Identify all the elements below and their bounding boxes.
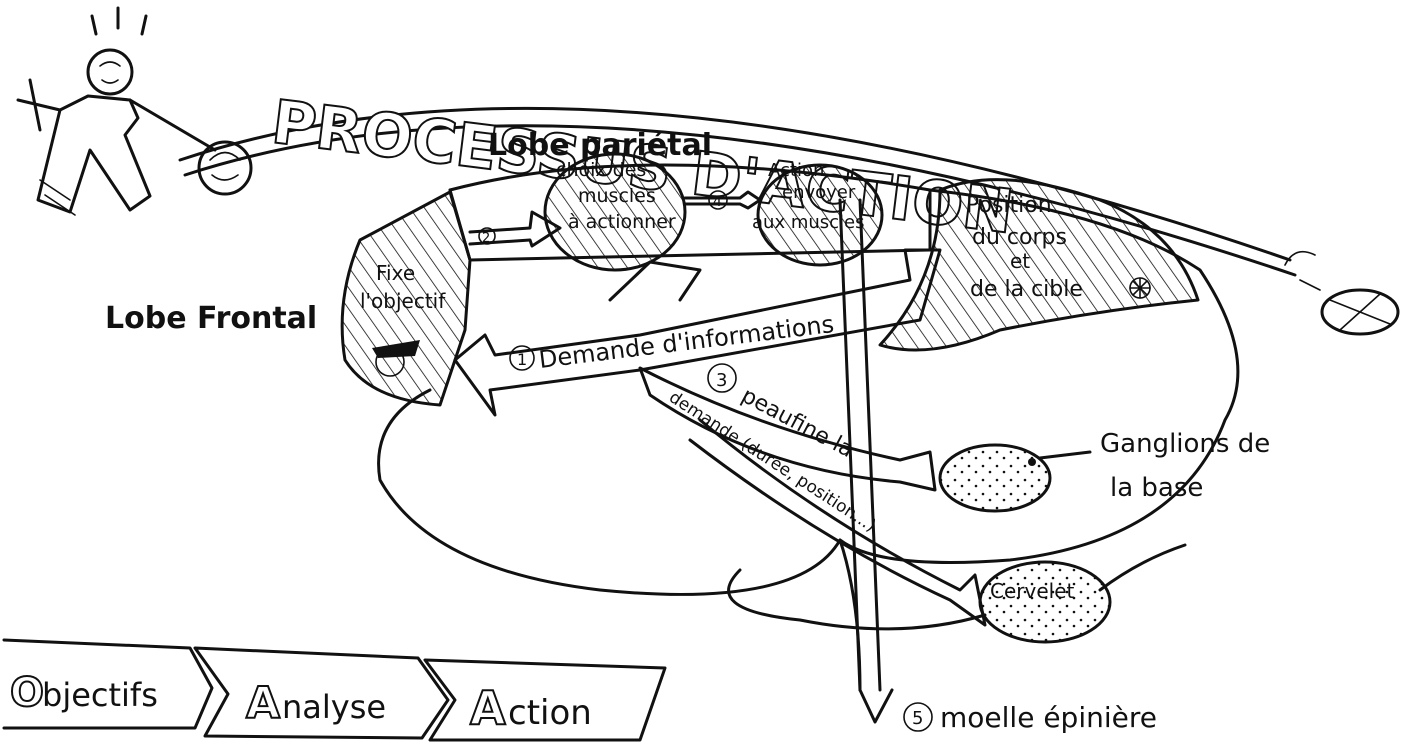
action-label-1: Action [768, 160, 824, 181]
ganglions-label-2: la base [1110, 473, 1203, 503]
frontal-lobe-label: Lobe Frontal [105, 301, 317, 336]
step1-label: Demande d'informations [537, 310, 835, 374]
parietal-lobe-label: Lobe pariétal [488, 128, 712, 163]
arrow-step2 [468, 210, 562, 248]
target-icon [1129, 277, 1151, 299]
position-label-2: du corps [972, 225, 1067, 250]
choix-label-1: choix des [556, 159, 646, 181]
nav-analyse-label: nalyse [282, 688, 386, 726]
choix-label-2: muscles [578, 185, 656, 207]
moelle-label: moelle épinière [940, 701, 1157, 734]
arrow-step5 [858, 688, 894, 724]
nav-action-initial: A [470, 681, 506, 735]
face-icon [372, 340, 420, 377]
ganglions-label-1: Ganglions de [1100, 429, 1270, 459]
step2-number: 2 [482, 231, 490, 246]
position-label-1: Position [966, 193, 1052, 218]
nav-step-analyse[interactable]: A nalyse [193, 646, 450, 740]
nav-step-action[interactable]: A ction [423, 658, 667, 742]
arrow-step4 [683, 190, 762, 210]
svg-text:5: 5 [912, 708, 923, 729]
step3-number-badge: 3 [707, 363, 737, 393]
step1-number-badge: 1 [509, 345, 535, 371]
parietal-lobe-region [448, 188, 932, 262]
stick-figure-illustration [16, 6, 217, 216]
fixe-label-2: l'objectif [360, 289, 446, 313]
nav-objectifs-initial: O [10, 670, 44, 716]
ganglions-region [938, 443, 1052, 513]
nav-step-objectifs[interactable]: O bjectifs [2, 638, 214, 730]
action-label-2: envoyer [782, 182, 856, 203]
action-muscles-region [756, 163, 884, 267]
action-label-3: aux muscles [752, 212, 864, 233]
choix-label-3: à actionner [568, 211, 676, 233]
step4-number: 4 [713, 194, 722, 210]
step5-number-badge: 5 [903, 702, 933, 732]
svg-text:1: 1 [517, 350, 527, 369]
svg-text:3: 3 [716, 370, 727, 391]
position-label-4: de la cible [970, 277, 1083, 302]
frontal-lobe-region [340, 190, 472, 407]
position-label-3: et [1010, 249, 1030, 273]
nav-action-label: ction [508, 693, 592, 733]
choix-muscles-region [543, 152, 687, 272]
nav-objectifs-label: bjectifs [42, 676, 158, 714]
arrow-step1 [453, 248, 942, 417]
fixe-label-1: Fixe [376, 261, 415, 285]
cervelet-label: Cervelet [990, 579, 1074, 603]
nav-analyse-initial: A [246, 678, 280, 729]
